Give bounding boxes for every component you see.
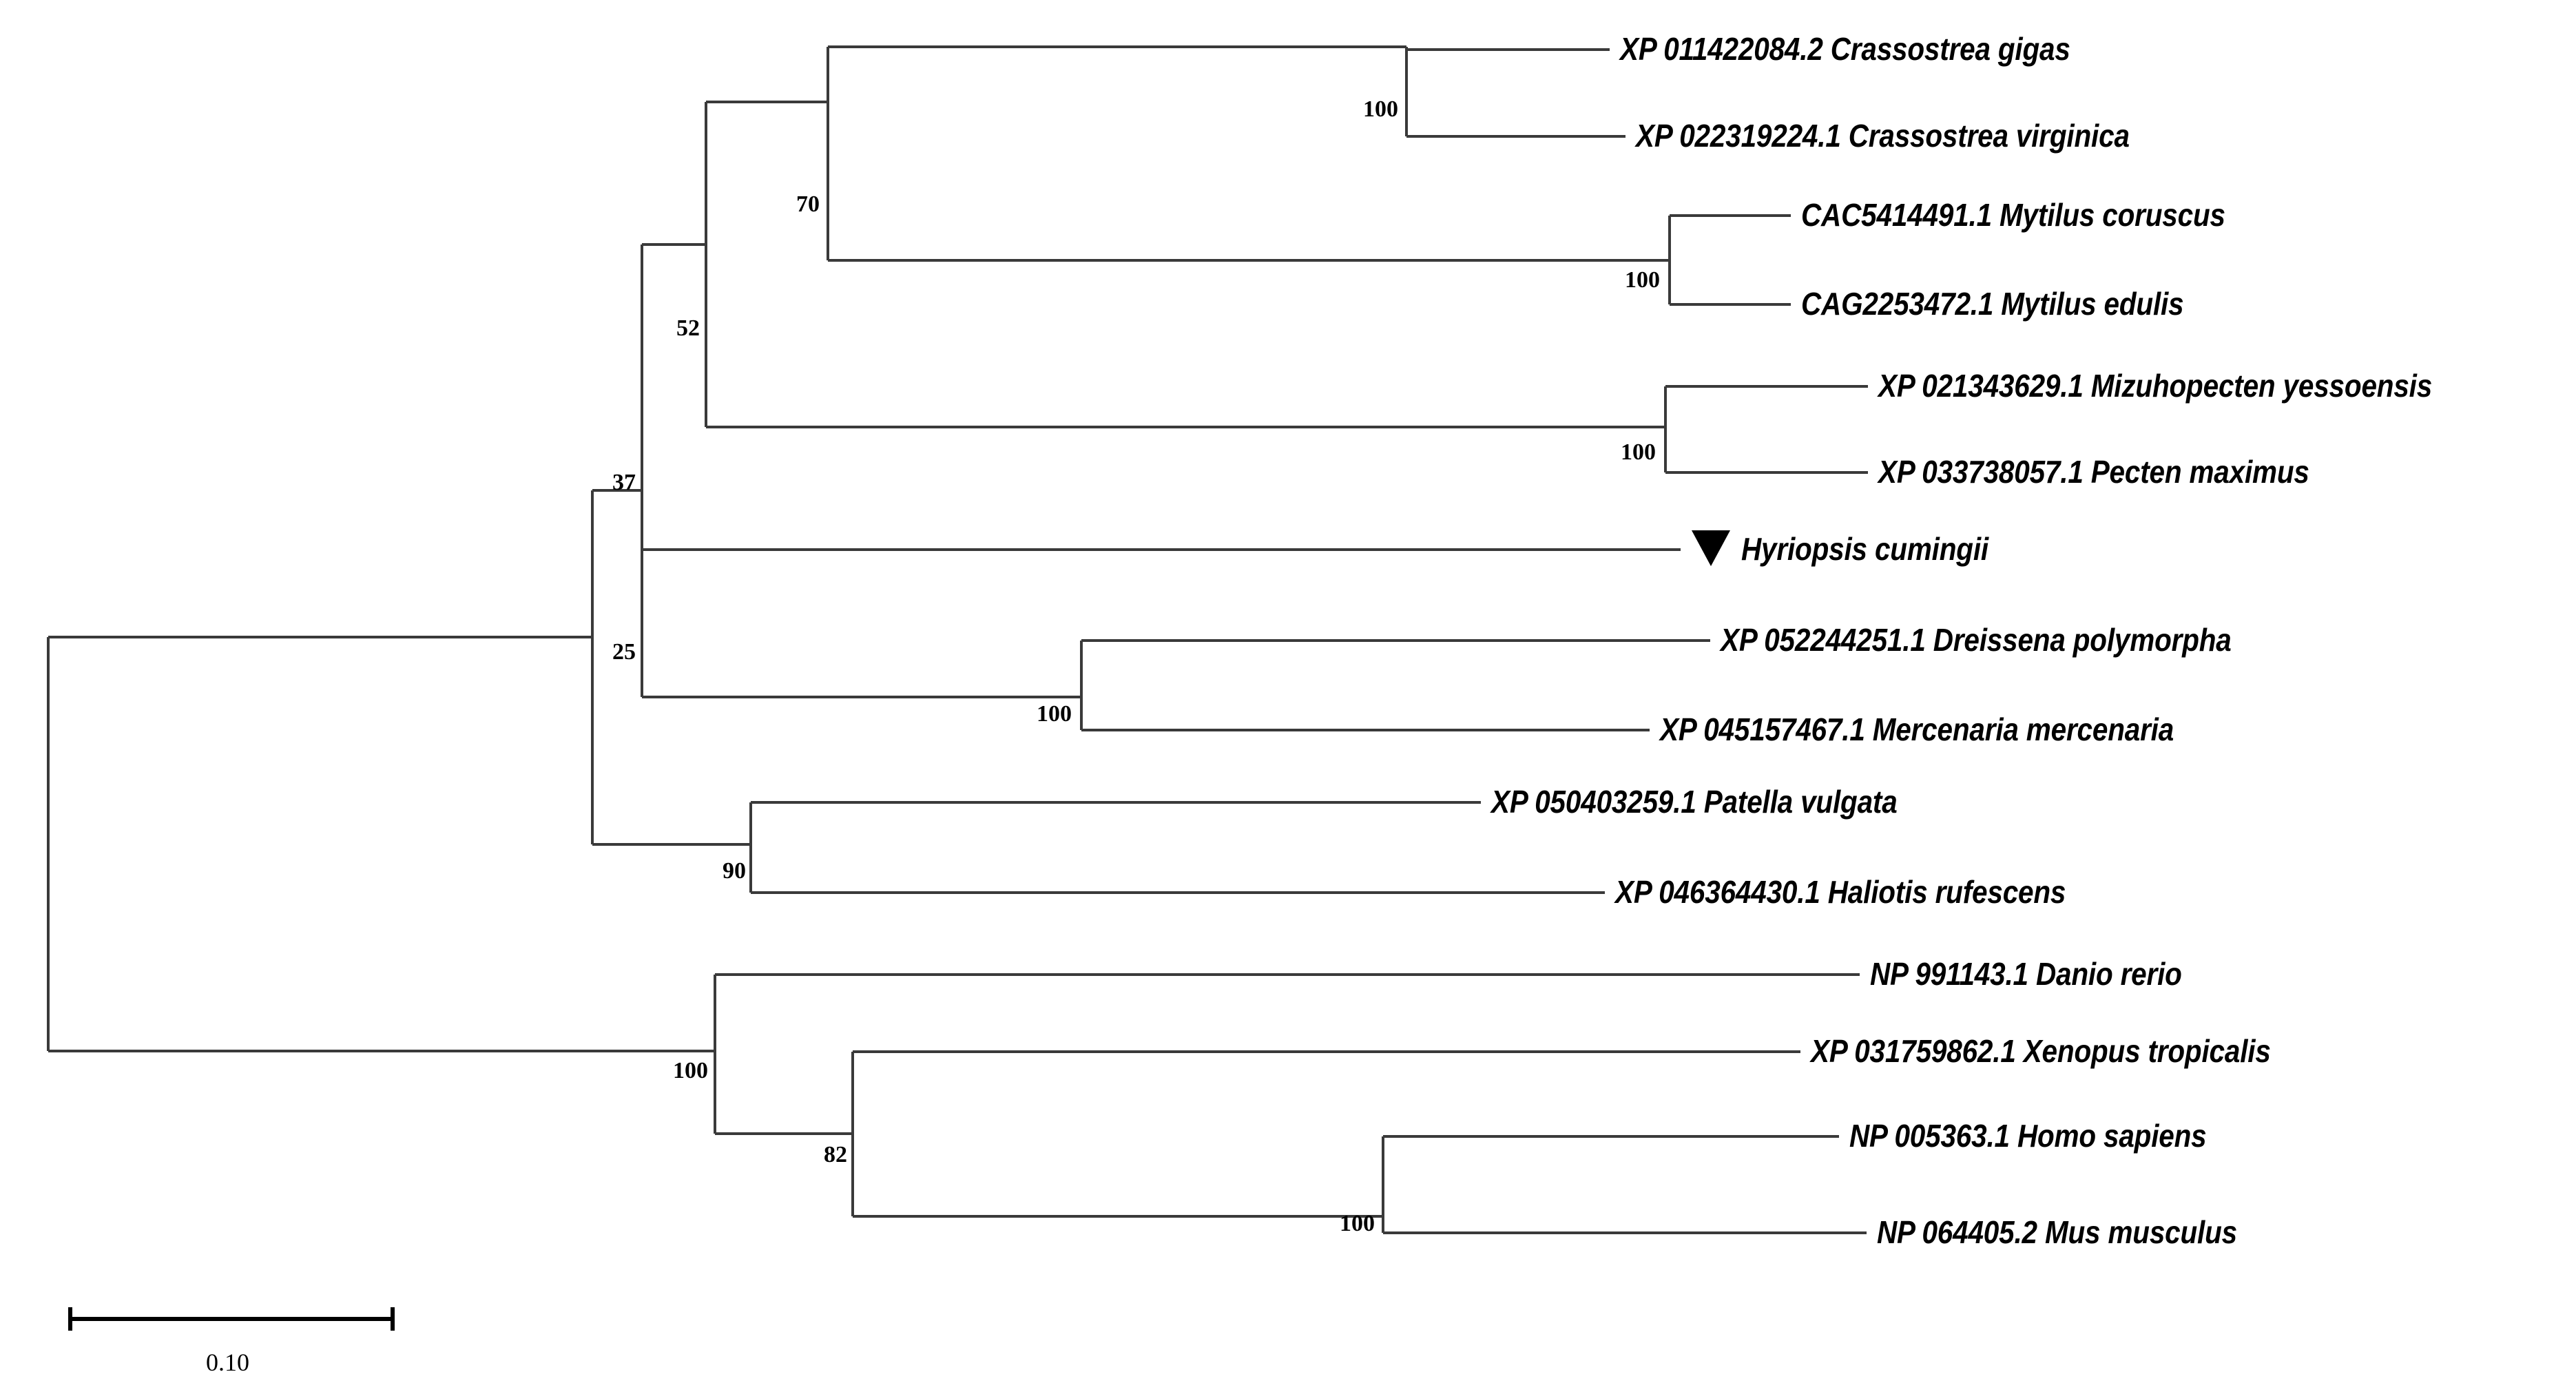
bootstrap-value-vertebrata: 100 xyxy=(673,1058,708,1083)
leaf-label-mus-musculus: NP 064405.2 Mus musculus xyxy=(1877,1214,2238,1250)
bootstrap-value-tetrapoda: 82 xyxy=(824,1142,847,1167)
scale-bar xyxy=(68,1307,395,1331)
leaf-label-hyriopsis-cumingii: Hyriopsis cumingii xyxy=(1741,531,1988,567)
leaf-label-mercenaria-mercenaria: XP 045157467.1 Mercenaria mercenaria xyxy=(1660,711,2174,747)
leaf-label-crassostrea-gigas: XP 011422084.2 Crassostrea gigas xyxy=(1620,31,2070,67)
bootstrap-value-crassostrea: 100 xyxy=(1363,96,1398,122)
bootstrap-value-pectinidae: 100 xyxy=(1621,439,1656,465)
bootstrap-value-mammalia: 100 xyxy=(1340,1211,1375,1236)
down-triangle-marker-icon xyxy=(1692,530,1730,566)
leaf-label-xenopus-tropicalis: XP 031759862.1 Xenopus tropicalis xyxy=(1811,1033,2271,1069)
leaf-label-mizuhopecten-yessoensis: XP 021343629.1 Mizuhopecten yessoensis xyxy=(1878,368,2433,404)
leaf-label-homo-sapiens: NP 005363.1 Homo sapiens xyxy=(1849,1118,2207,1154)
leaf-label-pecten-maximus: XP 033738057.1 Pecten maximus xyxy=(1878,454,2309,490)
scale-bar-label: 0.10 xyxy=(206,1349,249,1376)
leaf-label-dreissena-polymorpha: XP 052244251.1 Dreissena polymorpha xyxy=(1721,622,2232,658)
bootstrap-value-mytilus: 100 xyxy=(1625,267,1660,293)
bootstrap-value-gastropoda: 90 xyxy=(723,858,746,884)
bootstrap-value-dreissena: 100 xyxy=(1037,701,1072,727)
leaf-label-patella-vulgata: XP 050403259.1 Patella vulgata xyxy=(1491,784,1898,820)
leaf-label-mytilus-coruscus: CAC5414491.1 Mytilus coruscus xyxy=(1801,197,2225,233)
bootstrap-value-bivalvia-b: 25 xyxy=(612,639,636,665)
bootstrap-value-bivalvia-a: 37 xyxy=(612,470,636,495)
bootstrap-value-pteriomorphia: 52 xyxy=(676,315,700,341)
leaf-label-mytilus-edulis: CAG2253472.1 Mytilus edulis xyxy=(1801,286,2184,322)
leaf-label-danio-rerio: NP 991143.1 Danio rerio xyxy=(1870,956,2182,992)
leaf-label-haliotis-rufescens: XP 046364430.1 Haliotis rufescens xyxy=(1615,874,2066,910)
bootstrap-value-oyster-mussel: 70 xyxy=(796,191,820,217)
leaf-label-crassostrea-virginica: XP 022319224.1 Crassostrea virginica xyxy=(1636,118,2130,154)
